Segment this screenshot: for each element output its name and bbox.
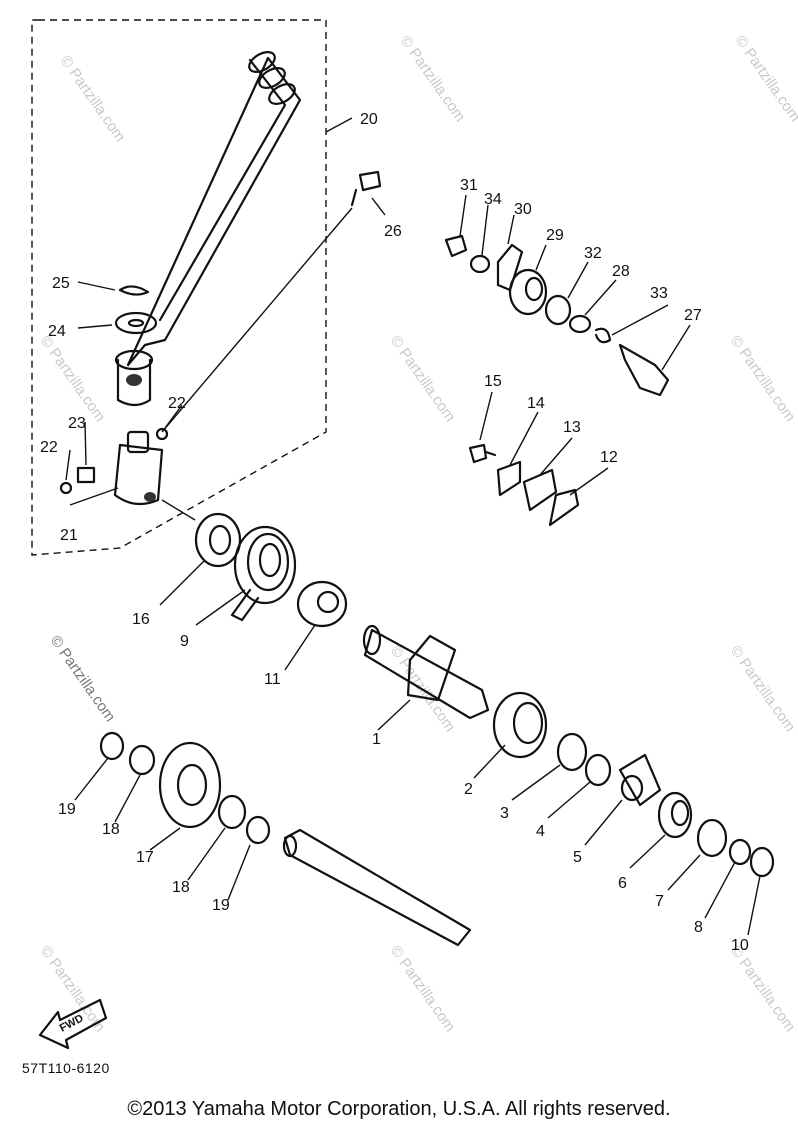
callout-19: 19 — [58, 801, 76, 818]
callout-5: 5 — [573, 849, 582, 866]
diagram-code: 57T110-6120 — [22, 1060, 110, 1076]
callout-9: 9 — [180, 633, 189, 650]
callout-12: 12 — [600, 449, 618, 466]
leader-line — [161, 207, 353, 433]
circlip-19 — [245, 815, 271, 845]
callout-16: 16 — [132, 611, 150, 628]
spring-23 — [76, 466, 96, 484]
watermark-text: © Partzilla.com — [727, 943, 798, 1036]
callout-2: 2 — [464, 781, 473, 798]
circlip-4 — [584, 753, 612, 787]
washer-10 — [749, 846, 775, 878]
copyright-notice: ©2013 Yamaha Motor Corporation, U.S.A. A… — [127, 1098, 671, 1120]
callout-18: 18 — [172, 879, 190, 896]
callout-32: 32 — [584, 245, 602, 262]
leader-line — [69, 487, 119, 506]
washer-18 — [128, 744, 156, 776]
leader-lines — [65, 281, 183, 481]
callout-14: 14 — [527, 395, 545, 412]
watermark-text: © Partzilla.com — [732, 33, 798, 126]
callout-22: 22 — [168, 395, 186, 412]
watermark-text: © Partzilla.com — [727, 643, 798, 736]
ball-22 — [59, 481, 73, 495]
ball-22 — [155, 427, 169, 441]
callout-3: 3 — [500, 805, 509, 822]
callout-10: 10 — [731, 937, 749, 954]
watermark-text: © Partzilla.com — [37, 333, 109, 426]
washer-24 — [114, 311, 158, 335]
callout-18: 18 — [102, 821, 120, 838]
watermarks: © Partzilla.com © Partzilla.com © Partzi… — [37, 33, 798, 1036]
callout-11: 11 — [264, 671, 281, 688]
washer-3 — [556, 732, 588, 772]
watermark-text: © Partzilla.com — [47, 633, 119, 726]
collar-11 — [296, 580, 348, 628]
leader-lines — [511, 764, 761, 936]
leader-line — [325, 117, 353, 133]
callout-13: 13 — [563, 419, 581, 436]
leader-line — [377, 699, 411, 731]
idler-gear-17 — [158, 741, 222, 829]
leader-line — [473, 744, 506, 779]
callout-8: 8 — [694, 919, 703, 936]
bolt-26 — [350, 170, 382, 207]
ratchet-parts-cluster — [444, 234, 670, 397]
callout-29: 29 — [546, 227, 564, 244]
callout-4: 4 — [536, 823, 545, 840]
leader-line — [371, 197, 386, 216]
exploded-parts-diagram: © Partzilla.com © Partzilla.com © Partzi… — [31, 19, 798, 1050]
callout-7: 7 — [655, 893, 664, 910]
circlip-19 — [99, 731, 125, 761]
torsion-spring-9 — [230, 525, 297, 622]
kick-assembly-outline — [31, 19, 327, 556]
callout-34: 34 — [484, 191, 502, 208]
callout-1: 1 — [372, 731, 381, 748]
kick-gear-2 — [492, 691, 548, 759]
callout-26: 26 — [384, 223, 402, 240]
idler-shaft — [282, 828, 472, 947]
callout-25: 25 — [52, 275, 70, 292]
leader-lines — [459, 194, 691, 371]
callout-33: 33 — [650, 285, 668, 302]
watermark-text: © Partzilla.com — [397, 33, 469, 126]
callout-30: 30 — [514, 201, 532, 218]
callout-21: 21 — [60, 527, 78, 544]
leader-lines — [159, 559, 316, 671]
kick-crank-lever — [114, 51, 302, 407]
callout-17: 17 — [136, 849, 154, 866]
callout-23: 23 — [68, 415, 86, 432]
watermark-text: © Partzilla.com — [387, 943, 459, 1036]
callout-27: 27 — [684, 307, 702, 324]
watermark-text: © Partzilla.com — [57, 53, 129, 146]
callout-20: 20 — [360, 111, 378, 128]
callout-31: 31 — [460, 177, 478, 194]
circlip-25 — [118, 285, 150, 296]
callout-6: 6 — [618, 875, 627, 892]
leader-line — [161, 499, 196, 521]
kick-boss — [113, 430, 164, 506]
leader-lines — [74, 757, 251, 901]
washer-18 — [217, 794, 247, 830]
watermark-text: © Partzilla.com — [387, 333, 459, 426]
washer-7 — [696, 818, 728, 858]
circlip-8 — [728, 838, 752, 866]
leader-lines — [479, 391, 609, 496]
callout-19: 19 — [212, 897, 230, 914]
spring-6 — [657, 791, 693, 839]
callout-15: 15 — [484, 373, 502, 390]
watermark-text: © Partzilla.com — [727, 333, 798, 426]
callout-24: 24 — [48, 323, 66, 340]
oil-seal-16 — [194, 512, 242, 568]
callout-22: 22 — [40, 439, 58, 456]
plate-parts-cluster — [468, 443, 580, 527]
callout-labels: 1 2 3 4 5 6 7 8 10 11 12 13 14 15 16 9 1… — [40, 111, 749, 954]
ratchet-wheel-5 — [618, 753, 662, 807]
kick-shaft-1 — [362, 624, 490, 720]
callout-28: 28 — [612, 263, 630, 280]
